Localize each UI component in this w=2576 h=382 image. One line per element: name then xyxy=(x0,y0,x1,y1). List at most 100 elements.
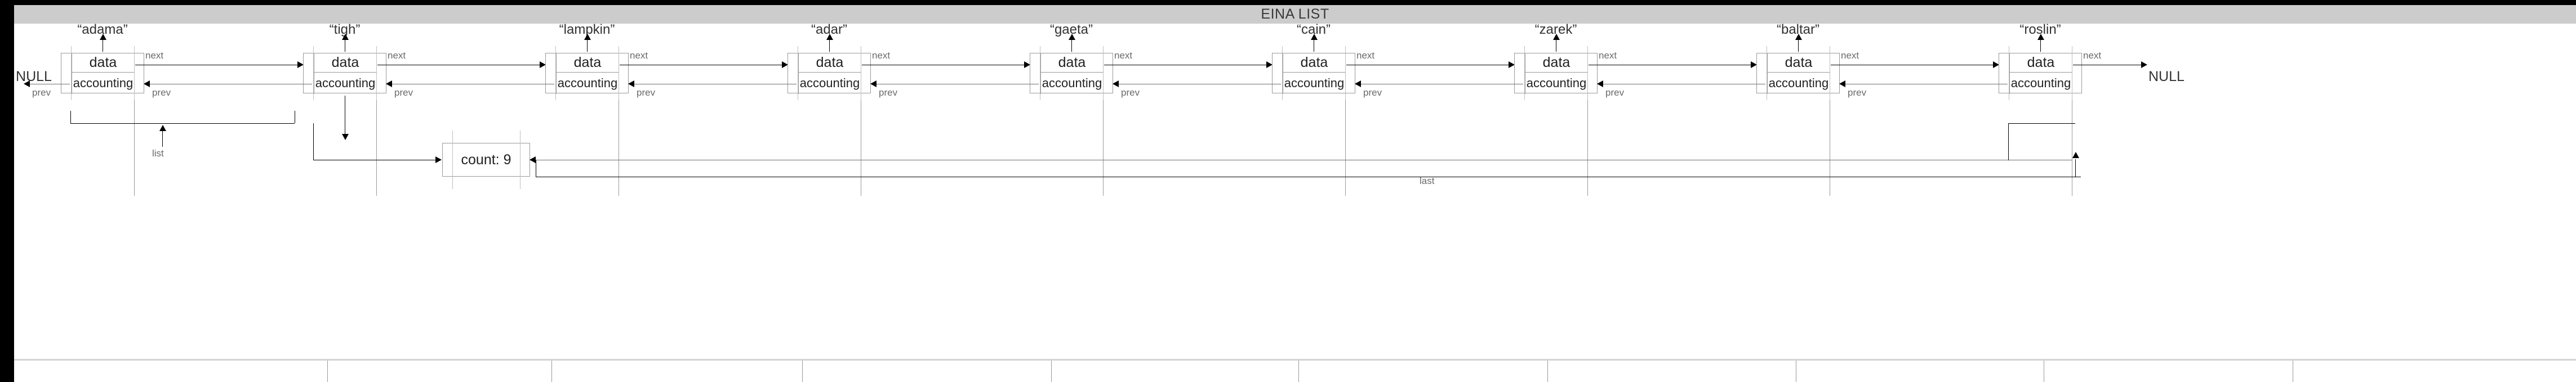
node-accounting-stem xyxy=(376,100,377,196)
list-to-count-elbow-vertical xyxy=(313,123,314,160)
node-accounting-stem xyxy=(1103,100,1104,196)
next-pointer-label: next xyxy=(1356,50,1375,61)
next-pointer-label: next xyxy=(145,50,164,61)
node-name-arrowhead xyxy=(1069,34,1075,40)
next-pointer-arrowhead xyxy=(782,61,788,68)
next-pointer-label: next xyxy=(872,50,891,61)
node-guide-right xyxy=(376,46,377,100)
next-row-guide xyxy=(551,361,552,382)
prev-pointer-label: prev xyxy=(1848,87,1867,98)
prev-pointer-label: prev xyxy=(879,87,898,98)
last-pointer-arrowhead xyxy=(530,156,536,163)
list-bracket-line xyxy=(70,123,295,124)
node-name-arrowhead xyxy=(2037,34,2044,40)
prev-pointer-label: prev xyxy=(1363,87,1382,98)
window-titlebar: EINA LIST xyxy=(14,5,2576,24)
node-name-arrowhead xyxy=(1311,34,1318,40)
next-pointer-arrowhead xyxy=(1266,61,1273,68)
next-pointer-arrowhead xyxy=(1509,61,1515,68)
next-pointer-label: next xyxy=(388,50,406,61)
prev-pointer-label: prev xyxy=(1121,87,1140,98)
node-guide-right xyxy=(1587,46,1588,100)
node-name-leader xyxy=(2040,36,2041,52)
head-null-label: NULL xyxy=(16,69,52,84)
list-to-count-arrowhead xyxy=(435,156,442,163)
node-accounting-field: accounting xyxy=(556,73,619,94)
node-name-arrowhead xyxy=(100,34,106,40)
node-name-arrowhead xyxy=(1553,34,1560,40)
node-data-field: data xyxy=(1525,53,1588,73)
node-data-field: data xyxy=(72,53,135,73)
next-pointer-label: next xyxy=(1114,50,1133,61)
prev-pointer-arrowhead xyxy=(1839,80,1845,87)
node-name-arrowhead xyxy=(1795,34,1802,40)
prev-pointer-arrowhead xyxy=(1355,80,1361,87)
next-pointer-label: next xyxy=(1841,50,1859,61)
next-pointer-label: next xyxy=(2083,50,2102,61)
next-row-guide xyxy=(802,361,803,382)
list-bracket-left-leg xyxy=(70,111,71,123)
node-accounting-field: accounting xyxy=(1283,73,1346,94)
prev-pointer-label: prev xyxy=(637,87,656,98)
next-row-guide xyxy=(1298,361,1299,382)
window-title: EINA LIST xyxy=(1261,6,1329,22)
tail-node-bracket xyxy=(2008,123,2075,124)
node-accounting-field: accounting xyxy=(1040,73,1104,94)
node-data-field: data xyxy=(798,53,861,73)
prev-pointer-arrowhead xyxy=(24,80,30,87)
node-guide-right xyxy=(134,46,135,100)
prev-pointer-label: prev xyxy=(394,87,413,98)
node-data-field: data xyxy=(1283,53,1346,73)
next-pointer-arrowhead xyxy=(297,61,304,68)
node-name-leader xyxy=(587,36,588,52)
node-data-field: data xyxy=(1040,53,1104,73)
last-pointer-label: last xyxy=(1420,176,1435,186)
node-name-leader xyxy=(829,36,830,52)
node-accounting-field: accounting xyxy=(1767,73,1830,94)
last-bracket-right-leg xyxy=(2075,159,2076,177)
prev-pointer-arrowhead xyxy=(1597,80,1603,87)
next-pointer-arrowhead xyxy=(540,61,546,68)
node-accounting-field: accounting xyxy=(72,73,135,94)
node-accounting-stem xyxy=(1587,100,1588,196)
node-data-field: data xyxy=(556,53,619,73)
node-accounting-field: accounting xyxy=(1525,73,1588,94)
node-name-arrowhead xyxy=(584,34,591,40)
prev-pointer-label: prev xyxy=(32,87,51,98)
next-row-guide xyxy=(1051,361,1052,382)
prev-pointer-label: prev xyxy=(1605,87,1625,98)
prev-pointer-label: prev xyxy=(152,87,171,98)
list-pointer-arrowhead xyxy=(159,125,166,131)
last-pointer-up-arrowhead xyxy=(2072,152,2079,158)
node-accounting-field: accounting xyxy=(798,73,861,94)
node-guide-left xyxy=(1524,46,1525,100)
node-accounting-field: accounting xyxy=(2009,73,2072,94)
node-accounting-stem xyxy=(1345,100,1346,196)
node-accounting-stem xyxy=(134,100,135,196)
node-guide-left xyxy=(1282,46,1283,100)
next-pointer-arrowhead xyxy=(1993,61,1999,68)
prev-pointer-arrowhead xyxy=(1113,80,1119,87)
node-name-leader xyxy=(1798,36,1799,52)
prev-pointer-arrowhead xyxy=(870,80,877,87)
node-name-arrowhead xyxy=(826,34,833,40)
next-pointer-label: next xyxy=(1599,50,1617,61)
node-accounting-field: accounting xyxy=(314,73,377,94)
node-name-arrowhead xyxy=(342,34,349,40)
node-guide-right xyxy=(1345,46,1346,100)
prev-pointer-arrowhead xyxy=(386,80,392,87)
next-pointer-label: next xyxy=(630,50,648,61)
list-pointer-label: list xyxy=(152,148,164,159)
node-data-field: data xyxy=(2009,53,2072,73)
node-guide-left xyxy=(71,46,72,100)
count-box-feed-arrowhead xyxy=(342,134,349,140)
row-divider xyxy=(14,359,2576,361)
